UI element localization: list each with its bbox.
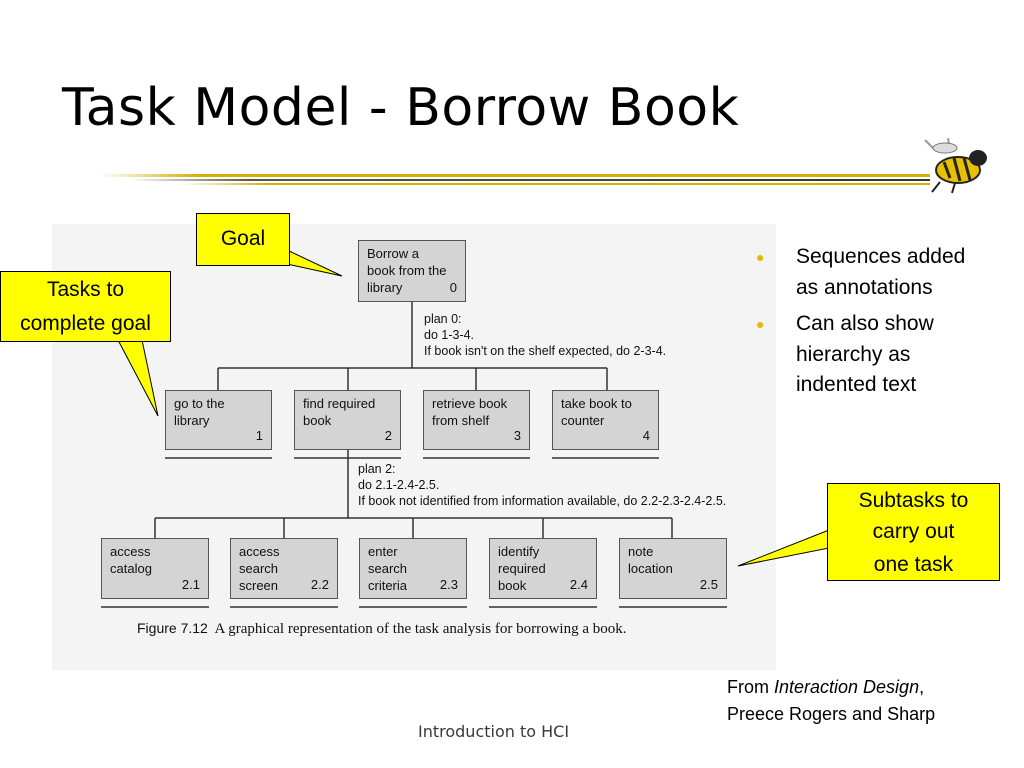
task-box-2: find required book 2 (294, 390, 401, 450)
callout-text: one task (873, 553, 954, 576)
figure-caption: Figure 7.12 A graphical representation o… (137, 620, 626, 638)
source-book-title: Interaction Design (774, 677, 920, 697)
task-box-2-3: enter search criteria 2.3 (359, 538, 467, 599)
task-box-2-5: note location 2.5 (619, 538, 727, 599)
callout-text: Goal (220, 227, 266, 250)
bullet-item: ● Can also show hierarchy as indented te… (756, 309, 976, 401)
task-box-2-4: identify required book 2.4 (489, 538, 597, 599)
plan-line: do 1-3-4. (424, 328, 475, 342)
subtasks-callout-pointer (737, 529, 830, 567)
bullet-text: Can also show hierarchy as indented text (796, 312, 934, 396)
callout-text: complete goal (20, 312, 151, 335)
task-number: 2.1 (181, 577, 200, 592)
plan-line: do 2.1-2.4-2.5. (358, 478, 440, 492)
task-label: access catalog (110, 544, 152, 576)
task-box-2-1: access catalog 2.1 (101, 538, 209, 599)
source-prefix: From (727, 677, 774, 697)
task-box-4: take book to counter 4 (552, 390, 659, 450)
task-number: 1 (255, 428, 263, 443)
task-label: Borrow a book from the library (367, 246, 447, 295)
task-number: 0 (449, 280, 457, 295)
bullet-item: ● Sequences added as annotations (756, 242, 976, 303)
figure-caption-text: A graphical representation of the task a… (214, 621, 627, 637)
task-label: note location (628, 544, 673, 576)
task-number: 3 (513, 428, 521, 443)
task-label: identify required book (498, 544, 546, 593)
task-box-1: go to the library 1 (165, 390, 272, 450)
slide-title: Task Model - Borrow Book (62, 78, 740, 138)
bullet-dot-icon: ● (756, 249, 765, 265)
bullet-dot-icon: ● (756, 316, 765, 332)
task-label: take book to counter (561, 396, 632, 428)
plan-line: If book not identified from information … (358, 494, 727, 508)
callout-text: Subtasks to (858, 489, 969, 512)
plan-2-annotation: plan 2: do 2.1-2.4-2.5. If book not iden… (358, 461, 726, 509)
task-box-3: retrieve book from shelf 3 (423, 390, 530, 450)
figure-number: Figure 7.12 (137, 620, 208, 636)
task-number: 2.3 (439, 577, 458, 592)
bullet-list: ● Sequences added as annotations ● Can a… (756, 242, 976, 407)
task-number: 2 (384, 428, 392, 443)
task-label: find required book (303, 396, 376, 428)
plan-line: plan 2: (358, 462, 396, 476)
goal-callout-pointer (286, 249, 343, 277)
task-label: go to the library (174, 396, 225, 428)
slide-footer: Introduction to HCI (418, 722, 570, 741)
tasks-callout: Tasks to complete goal (0, 271, 171, 342)
task-label: access search screen (239, 544, 280, 593)
task-number: 2.2 (310, 577, 329, 592)
task-number: 4 (642, 428, 650, 443)
task-number: 2.5 (699, 577, 718, 592)
task-box-0: Borrow a book from the library 0 (358, 240, 466, 302)
task-label: enter search criteria (368, 544, 408, 593)
plan-line: plan 0: (424, 312, 462, 326)
task-number: 2.4 (569, 577, 588, 592)
task-box-2-2: access search screen 2.2 (230, 538, 338, 599)
plan-line: If book isn't on the shelf expected, do … (424, 344, 667, 358)
plan-0-annotation: plan 0: do 1-3-4. If book isn't on the s… (424, 311, 666, 359)
bullet-text: Sequences added as annotations (796, 245, 966, 299)
callout-text: carry out (872, 520, 955, 543)
subtasks-callout: Subtasks to carry out one task (827, 483, 1000, 581)
source-citation: From Interaction Design, Preece Rogers a… (727, 674, 935, 728)
task-label: retrieve book from shelf (432, 396, 508, 428)
callout-text: Tasks to (46, 278, 125, 301)
goal-callout: Goal (196, 213, 290, 266)
tasks-callout-pointer (117, 339, 159, 417)
leaf-underlines (101, 457, 727, 608)
source-authors: Preece Rogers and Sharp (727, 704, 936, 724)
source-suffix: , (919, 677, 925, 697)
